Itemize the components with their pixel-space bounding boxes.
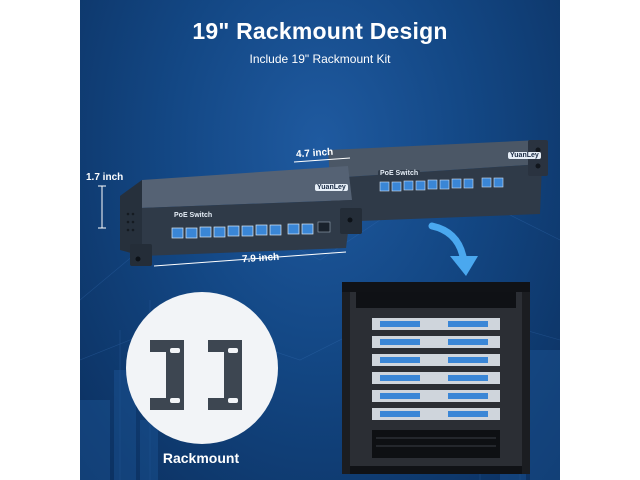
- switch-back-label: PoE Switch: [378, 170, 421, 177]
- rack-cabinet-image: [342, 282, 530, 474]
- brand-logo-front: YuanLey: [315, 184, 348, 191]
- curved-arrow-icon: [428, 222, 478, 276]
- page-title: 19" Rackmount Design: [192, 18, 448, 44]
- product-banner: 19" Rackmount Design Include 19" Rackmou…: [80, 0, 560, 480]
- brand-logo-back: YuanLey: [508, 152, 541, 159]
- rackmount-caption: Rackmount: [162, 450, 240, 466]
- switch-front-label: PoE Switch: [172, 212, 215, 219]
- height-dimension-label: 1.7 inch: [86, 172, 124, 183]
- switch-back-image: [328, 140, 548, 222]
- rack-ear-bracket-icon: [126, 292, 278, 444]
- page-subtitle: Include 19" Rackmount Kit: [249, 52, 391, 66]
